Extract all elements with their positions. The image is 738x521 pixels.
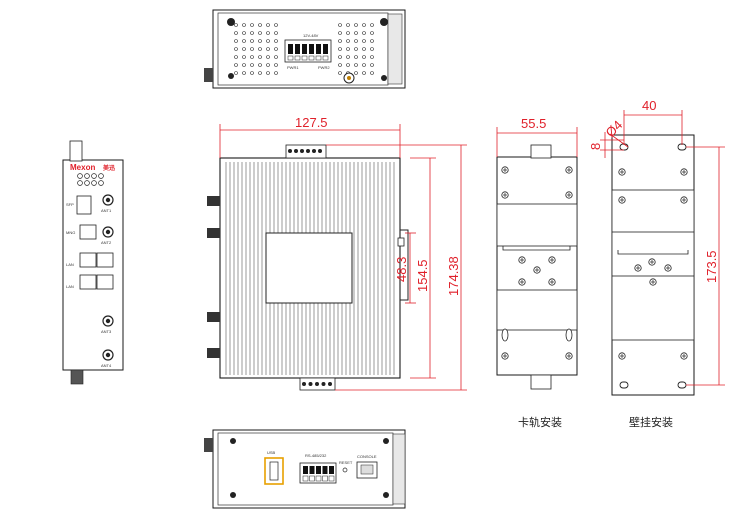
- brand-logo-suffix: 美迅: [102, 164, 115, 172]
- lan-port-icon: [79, 252, 97, 268]
- sfp-port-icon: [76, 195, 92, 215]
- usb-port-icon: [269, 461, 279, 481]
- terminal-pins: [302, 466, 335, 482]
- terminal-screws: [288, 149, 322, 153]
- top-view: 12V-48V PWR1 PWR2: [204, 9, 406, 89]
- screw-icon: [230, 492, 236, 498]
- label-window: [265, 232, 353, 304]
- lan-port-icon: [79, 274, 97, 290]
- reset-label: RESET: [339, 460, 353, 465]
- dimension-lines: [219, 124, 467, 391]
- dim-height-total: 174.38: [446, 256, 461, 296]
- wall-mount-view: [611, 134, 695, 396]
- screw-icon: [228, 73, 234, 79]
- screw-icon: [618, 168, 688, 360]
- terminal-pins: [287, 44, 329, 61]
- sfp-label: SFP: [66, 202, 74, 207]
- screw-icon: [383, 438, 389, 444]
- usb-highlight: [264, 457, 284, 485]
- dim-rail-width: 55.5: [521, 116, 546, 131]
- front-panel-view: Mexon 美迅 SFP MNG LAN LAN ANT1 ANT2 ANT3 …: [62, 140, 124, 385]
- din-rail-clip: [502, 246, 571, 251]
- dimension-lines: [496, 127, 578, 157]
- dim-hole-offset: 8: [588, 143, 603, 150]
- din-rail-view: [496, 144, 578, 390]
- serial-label: RS-485/232: [305, 453, 327, 458]
- antenna-connector-icon: [204, 68, 213, 82]
- screw-icon: [230, 438, 236, 444]
- antenna-label: ANT2: [101, 240, 112, 245]
- screw-icon: [501, 166, 573, 360]
- pwr2-label: PWR2: [318, 65, 330, 70]
- usb-label: USB: [267, 450, 276, 455]
- mount-slot: [501, 328, 509, 342]
- mng-label: MNG: [66, 230, 75, 235]
- side-view: [207, 144, 409, 391]
- terminal-label: 12V-48V: [303, 33, 319, 38]
- brand-logo-text: Mexon: [70, 163, 95, 172]
- antenna-label: ANT1: [101, 208, 112, 213]
- screw-icon: [227, 18, 235, 26]
- dim-wall-width: 40: [642, 98, 656, 113]
- lan-label: LAN: [66, 284, 74, 289]
- mount-slot: [565, 328, 573, 342]
- pwr1-label: PWR1: [287, 65, 299, 70]
- mng-port-icon: [79, 224, 97, 240]
- antenna-label: ANT4: [101, 363, 112, 368]
- screw-icon: [380, 18, 388, 26]
- top-view-vents-left: [234, 23, 278, 75]
- terminal-screws: [302, 382, 332, 386]
- lan-label: LAN: [66, 262, 74, 267]
- din-clip-icon: [400, 229, 409, 301]
- screw-icon: [381, 75, 387, 81]
- dim-width-top: 127.5: [295, 115, 328, 130]
- antenna-connector-icon: [204, 438, 213, 452]
- antenna-label: ANT3: [101, 329, 112, 334]
- console-label: CONSOLE: [357, 454, 377, 459]
- reset-button-icon: [342, 467, 348, 473]
- dim-wall-height: 173.5: [704, 250, 719, 283]
- lan-port-icon: [96, 252, 114, 268]
- lan-port-icon: [96, 274, 114, 290]
- dimension-lines: [600, 110, 725, 386]
- antenna-connector-icon: [102, 194, 114, 361]
- caption-din-rail: 卡轨安装: [518, 416, 562, 429]
- status-leds: [77, 173, 104, 186]
- bottom-view: USB RS-485/232 RESET CONSOLE: [204, 429, 406, 509]
- lan-ports: [79, 252, 114, 290]
- screw-icon: [383, 492, 389, 498]
- top-view-vents-right: [338, 23, 374, 75]
- dim-window-height: 48.3: [394, 257, 409, 282]
- caption-wall-mount: 壁挂安装: [629, 416, 673, 429]
- power-terminal-icon: [285, 144, 327, 159]
- antenna-connector-icon: [207, 196, 220, 358]
- dim-height-mid: 154.5: [415, 259, 430, 292]
